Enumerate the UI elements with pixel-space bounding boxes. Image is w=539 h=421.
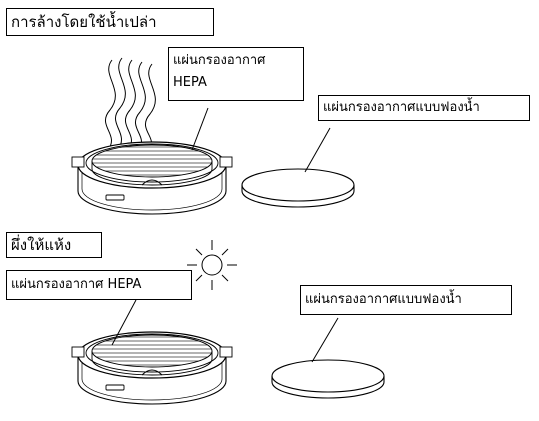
sponge-leader-line (304, 127, 331, 173)
sun-icon (187, 240, 237, 290)
steam-lines-icon (104, 57, 156, 151)
sponge-filter-drying (271, 359, 385, 399)
step2-hepa-label: แผ่นกรองอากาศ HEPA (6, 270, 192, 300)
hepa-leader-line (191, 107, 209, 151)
sponge-filter (241, 168, 355, 208)
hepa-label-line2: HEPA (173, 75, 207, 90)
step2-sponge-label: แผ่นกรองอากาศแบบฟองน้ำ (300, 285, 512, 315)
step2-title: ผึ่งให้แห้ง (6, 232, 102, 258)
hepa-label-line1: แผ่นกรองอากาศ (173, 53, 266, 68)
step1-sponge-label: แผ่นกรองอากาศแบบฟองน้ำ (318, 95, 530, 121)
step1-title: การล้างโดยใช้น้ำเปล่า (6, 8, 214, 36)
hepa-leader-line-drying (111, 299, 137, 346)
sponge-leader-line-drying (311, 317, 339, 363)
hepa-filter-unit-drying (71, 331, 233, 405)
step1-hepa-label: แผ่นกรองอากาศ HEPA (168, 47, 304, 101)
hepa-filter-unit (71, 141, 233, 215)
